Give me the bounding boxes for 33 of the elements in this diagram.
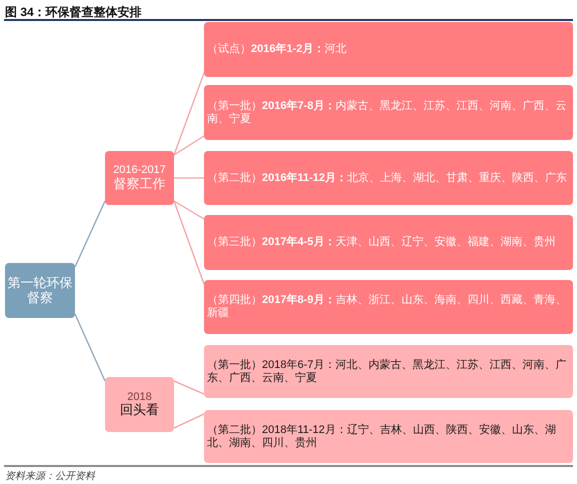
- figure-title: 图 34：环保督查整体安排: [5, 4, 142, 21]
- topic-text: 第一轮环保督察: [7, 276, 73, 306]
- connector-line: [173, 72, 205, 156]
- batch-box: [204, 280, 573, 334]
- batch-box: [204, 151, 573, 205]
- batch-text: （第二批）2018年11-12月：辽宁、吉林、山西、陕西、安徽、山东、湖北、湖南、四川、贵州: [207, 424, 557, 450]
- phase-text: 回头看: [119, 403, 160, 418]
- connector-line: [174, 380, 204, 395]
- phase-box: [105, 151, 174, 205]
- connector-line: [173, 200, 205, 284]
- batch-box: [204, 215, 573, 270]
- batch-text: （第一批）2016年7-8月：内蒙古、黑龙江、江苏、江西、河南、广西、云南、宁夏: [207, 100, 568, 126]
- phase-box: [105, 377, 174, 432]
- phase-text: 督察工作: [112, 176, 166, 192]
- batch-text: （第四批）2017年8-9月：吉林、浙江、山东、海南、四川、西藏、青海、新疆: [207, 294, 568, 320]
- connector-line: [174, 135, 204, 156]
- batch-box: [204, 85, 573, 140]
- batch-text: （第二批）2016年11-12月：北京、上海、湖北、甘肃、重庆、陕西、广东: [207, 172, 568, 184]
- batch-text: （第一批）2018年6-7月：河北、内蒙古、黑龙江、江苏、江西、河南、广东、广西、云南、宁夏: [207, 358, 568, 384]
- batch-text: （试点）2016年1-2月：河北: [207, 43, 348, 56]
- connector-line: [174, 200, 204, 220]
- batch-box: [204, 22, 573, 77]
- connector-line: [74, 314, 106, 382]
- year-text: 2016-2017: [112, 164, 167, 177]
- batch-box: [204, 410, 573, 463]
- source-note: 资料来源：公开资料: [5, 470, 95, 483]
- topic-box: [5, 263, 75, 318]
- year-text: 2018: [126, 390, 153, 403]
- connector-line: [174, 177, 204, 179]
- connector-line: [74, 200, 106, 268]
- batch-box: [204, 345, 573, 398]
- batch-text: （第三批）2017年4-5月：天津、山西、辽宁、安徽、福建、湖南、贵州: [207, 236, 556, 249]
- connector-line: [174, 413, 204, 429]
